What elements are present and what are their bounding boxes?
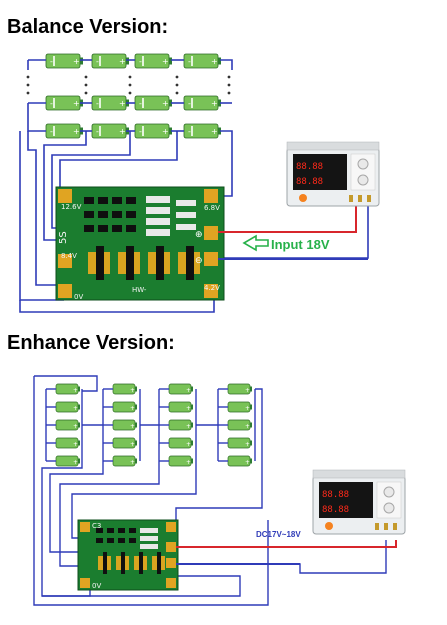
pad-label-12v6: 12.6V <box>61 203 82 211</box>
balance-pcb: 12.6V 8.4V 0V 6.8V 4.2V 5S HW- ⊕ ⊖ <box>55 186 225 301</box>
enhance-pad-label-0v: 0V <box>92 582 101 590</box>
pad-label-4v2: 4.2V <box>204 284 220 292</box>
board-text-5s: 5S <box>58 231 69 244</box>
balance-cells <box>45 53 222 139</box>
pad-label-0v: 0V <box>74 293 83 301</box>
psu-display-top: 88.88 <box>296 162 323 172</box>
pad-label-8v4: 8.4V <box>61 252 77 260</box>
enhance-psu-display-bottom: 88.88 <box>322 505 349 515</box>
enhance-title: Enhance Version: <box>7 332 175 354</box>
plus-symbol-icon: ⊕ <box>195 230 203 240</box>
enhance-pad-label-c3: C3 <box>92 522 101 530</box>
input-arrow-icon <box>242 234 269 252</box>
minus-symbol-icon: ⊖ <box>195 256 203 266</box>
pad-label-6v8: 6.8V <box>204 204 220 212</box>
enhance-power-supply: 88.88 88.88 <box>312 469 406 535</box>
enhance-psu-display-top: 88.88 <box>322 490 349 500</box>
board-text-model: HW- <box>132 286 147 294</box>
balance-title: Balance Version: <box>7 16 169 38</box>
balance-power-supply: 88.88 88.88 <box>286 141 380 207</box>
enhance-pcb: C3 0V <box>77 519 179 591</box>
psu-display-bottom: 88.88 <box>296 177 323 187</box>
enhance-power-wires <box>176 540 397 565</box>
enhance-input-label: DC17V~18V <box>256 530 301 539</box>
balance-power-wires <box>218 206 368 260</box>
balance-input-label: Input 18V <box>271 237 330 252</box>
ellipsis-dots <box>26 75 231 95</box>
